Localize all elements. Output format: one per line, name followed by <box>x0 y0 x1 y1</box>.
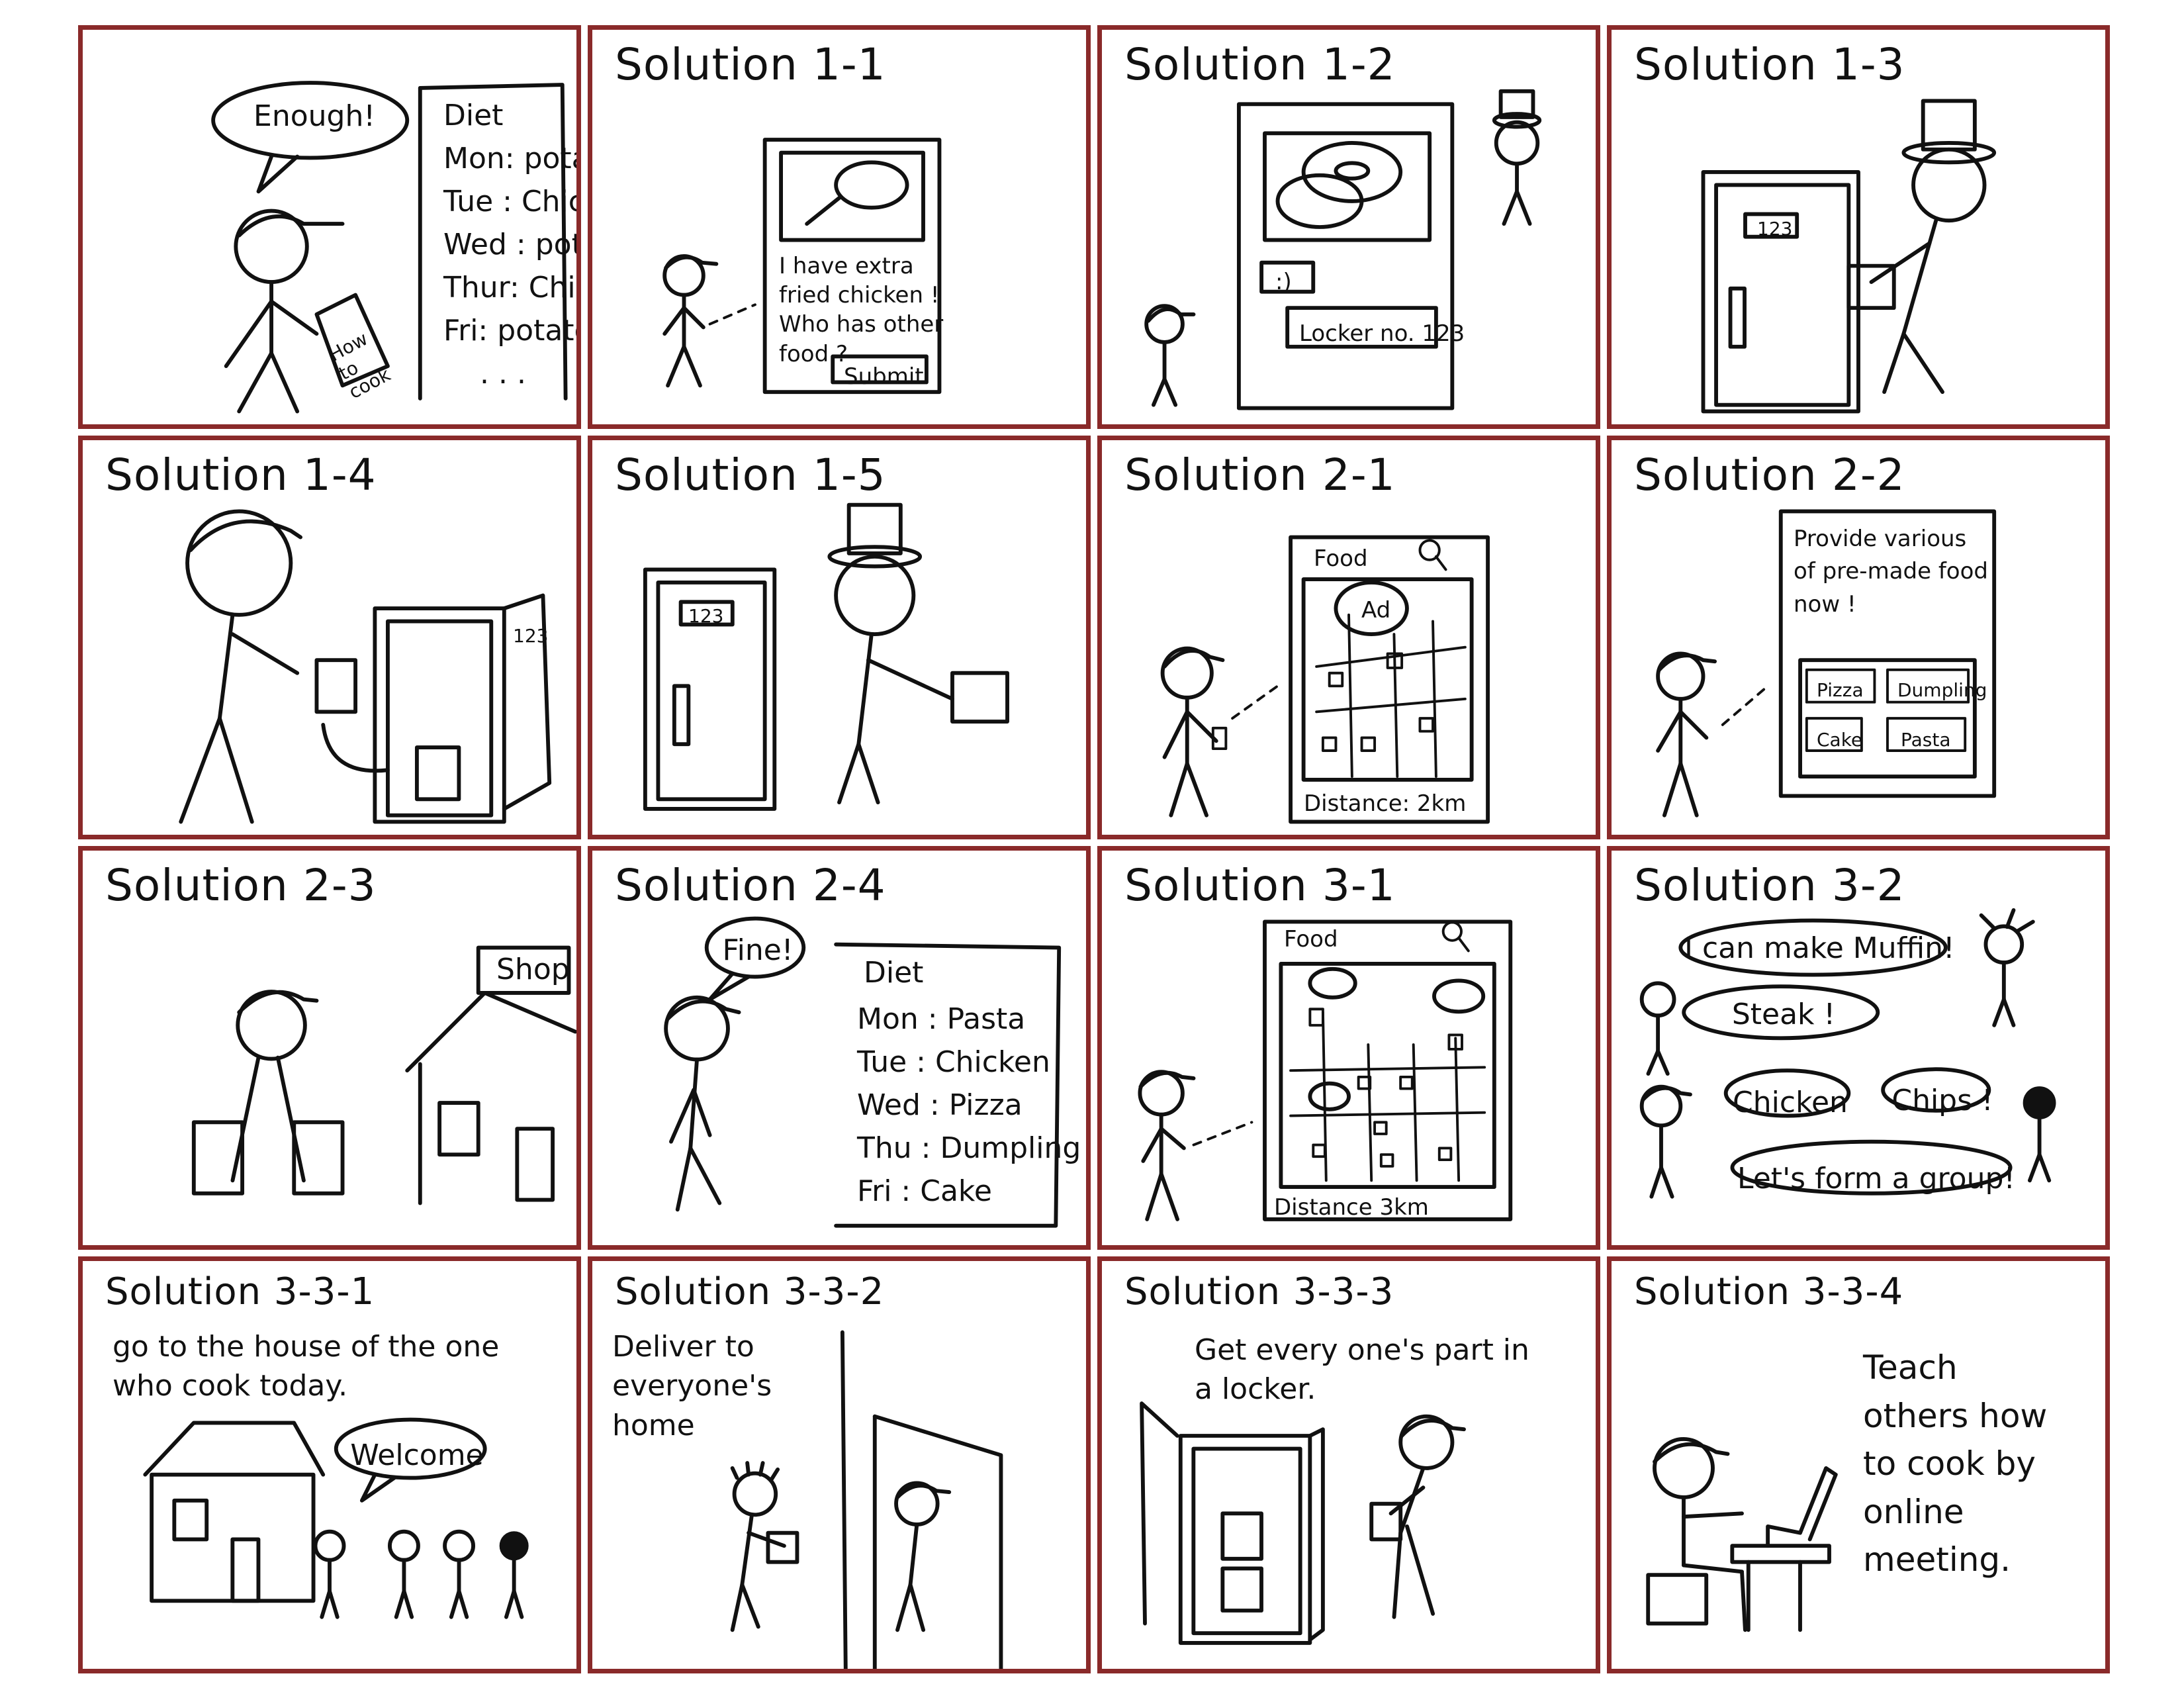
ad-banner[interactable]: Ad <box>1361 597 1391 624</box>
solution-1-4-drawing <box>179 509 552 824</box>
panel-solution-1-3: Solution 1-3 123 <box>1607 25 2110 429</box>
solution-3-2-drawing <box>1639 908 2056 1199</box>
panel-solution-2-4: Solution 2-4 Fine! Diet Mon : Pasta Tue … <box>588 846 1091 1250</box>
solution-3-2-title: Solution 3-2 <box>1634 860 1905 911</box>
new-diet-row: Fri : Cake <box>857 1174 992 1208</box>
welcome-speech-bubble: Welcome <box>350 1438 484 1472</box>
solution-2-1-title: Solution 2-1 <box>1124 449 1396 500</box>
solution-1-4-title: Solution 1-4 <box>105 449 377 500</box>
solution-3-3-4-caption: Teach others how to cook by online meeti… <box>1863 1348 2048 1579</box>
panel-intro-drawing <box>211 81 568 414</box>
panel-solution-1-1: Solution 1-1 I have extra fried chicken … <box>588 25 1091 429</box>
solution-2-4-drawing <box>664 916 1062 1228</box>
food-option-pizza[interactable]: Pizza <box>1817 679 1864 701</box>
food-option-pasta[interactable]: Pasta <box>1901 729 1951 751</box>
intro-diet-row: Thur: Chicken <box>443 271 576 305</box>
muffin-speech-bubble: I can make Muffin! <box>1684 931 1955 965</box>
solution-1-5-drawing <box>643 502 1009 811</box>
panel-solution-1-4: Solution 1-4 123 <box>78 436 581 839</box>
new-diet-row: Tue : Chicken <box>857 1045 1050 1079</box>
intro-diet-row: Mon: potato <box>443 142 576 175</box>
new-diet-row: Mon : Pasta <box>857 1002 1026 1036</box>
locker-door-number: 123 <box>1757 218 1793 240</box>
submit-button[interactable]: Submit <box>844 363 924 390</box>
intro-speech-bubble: Enough! <box>253 99 375 133</box>
intro-diet-row: Wed : potato <box>443 228 581 261</box>
panel-solution-3-3-2: Solution 3-3-2 Deliver to everyone's hom… <box>588 1256 1091 1673</box>
solution-3-1-drawing <box>1138 919 1513 1221</box>
panel-solution-3-3-3: Solution 3-3-3 Get every one's part in a… <box>1097 1256 1600 1673</box>
steak-speech-bubble: Steak ! <box>1731 998 1836 1031</box>
locker-number-label: Locker no. 123 <box>1299 320 1465 347</box>
new-diet-row: Thu : Dumpling <box>857 1131 1081 1165</box>
smiley-text: :) <box>1275 269 1292 295</box>
panel-solution-1-5: Solution 1-5 123 <box>588 436 1091 839</box>
panel-intro: Enough! How to cook Diet Mon: potato Tue… <box>78 25 581 429</box>
door-number-label: 123 <box>688 605 724 627</box>
solution-1-2-title: Solution 1-2 <box>1124 39 1396 90</box>
panel-solution-3-3-1: Solution 3-3-1 go to the house of the on… <box>78 1256 581 1673</box>
distance-label: Distance 3km <box>1274 1194 1429 1221</box>
solution-3-3-2-caption: Deliver to everyone's home <box>612 1330 772 1442</box>
solution-2-3-drawing <box>191 945 576 1205</box>
solution-1-3-title: Solution 1-3 <box>1634 39 1905 90</box>
solution-1-2-drawing <box>1144 89 1542 410</box>
solution-3-3-1-caption: go to the house of the one who cook toda… <box>113 1330 500 1403</box>
panel-solution-3-2: Solution 3-2 I can make Muffin! Steak ! … <box>1607 846 2110 1250</box>
solution-1-5-title: Solution 1-5 <box>615 449 886 500</box>
panel-solution-2-3: Solution 2-3 Shop <box>78 846 581 1250</box>
new-diet-heading: Diet <box>864 956 924 990</box>
solution-3-3-4-title: Solution 3-3-4 <box>1634 1270 1904 1313</box>
solution-1-1-drawing <box>662 138 942 395</box>
solution-2-2-title: Solution 2-2 <box>1634 449 1905 500</box>
shop-sign: Shop <box>496 953 570 986</box>
door-number-label: 123 <box>513 625 549 647</box>
solution-3-3-1-title: Solution 3-3-1 <box>105 1270 375 1313</box>
solution-2-1-drawing <box>1160 535 1490 824</box>
premade-food-header: Provide various of pre-made food now ! <box>1794 526 1988 618</box>
solution-1-1-post-text: I have extra fried chicken ! Who has oth… <box>779 253 944 367</box>
solution-1-1-title: Solution 1-1 <box>615 39 886 90</box>
solution-1-3-drawing <box>1701 99 1997 414</box>
fine-speech-bubble: Fine! <box>722 933 794 967</box>
solution-3-1-title: Solution 3-1 <box>1124 860 1396 911</box>
solution-3-3-2-title: Solution 3-3-2 <box>615 1270 885 1313</box>
solution-3-3-2-drawing <box>730 1330 1003 1669</box>
app-title: Food <box>1314 545 1368 572</box>
food-option-cake[interactable]: Cake <box>1817 729 1863 751</box>
food-option-dumpling[interactable]: Dumpling <box>1897 679 1987 701</box>
form-group-speech-bubble: Let's form a group! <box>1737 1162 2016 1196</box>
intro-diet-row: Tue : Chicken <box>443 185 576 218</box>
solution-3-3-3-caption: Get every one's part in a locker. <box>1195 1333 1529 1407</box>
panel-solution-3-1: Solution 3-1 Food Distance 3km <box>1097 846 1600 1250</box>
intro-diet-row: . . . <box>480 357 526 391</box>
solution-3-3-4-drawing <box>1646 1436 1838 1632</box>
panel-solution-3-3-4: Solution 3-3-4 Teach others how to cook … <box>1607 1256 2110 1673</box>
solution-2-4-title: Solution 2-4 <box>615 860 886 911</box>
app-title: Food <box>1284 926 1338 953</box>
intro-diet-heading: Diet <box>443 99 504 132</box>
intro-diet-row: Fri: potato <box>443 314 581 348</box>
distance-label: Distance: 2km <box>1304 790 1467 817</box>
panel-solution-1-2: Solution 1-2 :) Locker no. 123 <box>1097 25 1600 429</box>
solution-3-3-1-drawing <box>143 1417 529 1619</box>
chips-speech-bubble: Chips ! <box>1891 1084 1993 1117</box>
new-diet-row: Wed : Pizza <box>857 1088 1023 1122</box>
solution-2-2-drawing <box>1656 509 1997 818</box>
solution-3-3-3-drawing <box>1140 1401 1466 1645</box>
solution-3-3-3-title: Solution 3-3-3 <box>1124 1270 1394 1313</box>
solution-2-3-title: Solution 2-3 <box>105 860 377 911</box>
panel-solution-2-2: Solution 2-2 Provide various of pre-made… <box>1607 436 2110 839</box>
chicken-speech-bubble: Chicken <box>1733 1086 1848 1119</box>
panel-solution-2-1: Solution 2-1 Food Ad Distance: 2km <box>1097 436 1600 839</box>
